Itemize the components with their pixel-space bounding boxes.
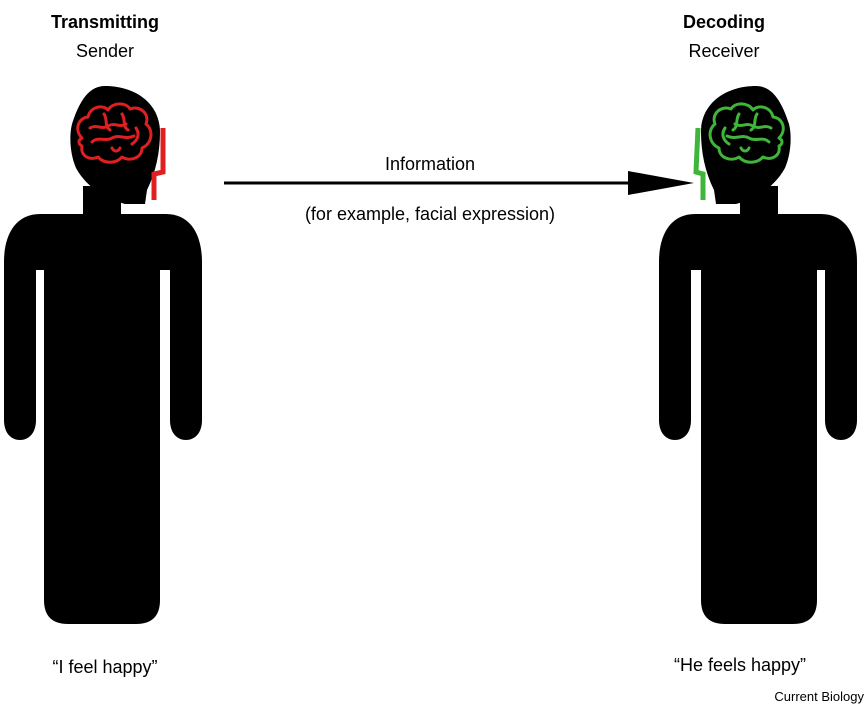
arrow-head-icon xyxy=(628,171,694,195)
sender-face-outline xyxy=(151,128,166,200)
receiver-figure xyxy=(659,86,857,624)
sender-quote: “I feel happy” xyxy=(52,657,158,677)
receiver-face-outline xyxy=(693,127,706,200)
sender-subtitle: Sender xyxy=(75,41,135,61)
arrow-sublabel: (for example, facial expression) xyxy=(304,204,556,224)
credit-label: Current Biology xyxy=(774,689,864,704)
receiver-title: Decoding xyxy=(682,12,765,32)
arrow-label: Information xyxy=(384,154,476,174)
receiver-subtitle: Receiver xyxy=(688,41,760,61)
sender-figure xyxy=(4,86,202,624)
receiver-quote: “He feels happy” xyxy=(673,655,807,675)
sender-title: Transmitting xyxy=(50,12,159,32)
